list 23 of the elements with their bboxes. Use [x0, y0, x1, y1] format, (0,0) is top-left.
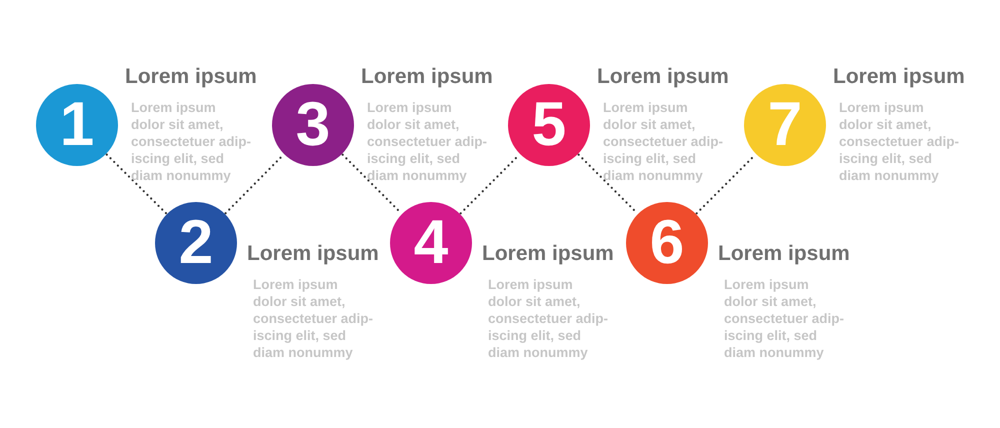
step-heading: Lorem ipsum	[247, 242, 379, 266]
step-number-circle: 7	[744, 84, 826, 166]
step-heading: Lorem ipsum	[833, 65, 965, 89]
step-heading: Lorem ipsum	[718, 242, 850, 266]
step-description: Lorem ipsum dolor sit amet, consectetuer adip-iscing elit, sed diam nonummy	[839, 98, 960, 184]
step-number-circle: 4	[390, 202, 472, 284]
step-heading: Lorem ipsum	[597, 65, 729, 89]
step-number-circle: 2	[155, 202, 237, 284]
step-description: Lorem ipsum dolor sit amet, consectetuer adip-iscing elit, sed diam nonummy	[724, 276, 846, 360]
step-description: Lorem ipsum dolor sit amet, consectetuer adip-iscing elit, sed diam nonummy	[603, 98, 724, 184]
dotted-connector	[224, 154, 284, 214]
step-number-circle: 5	[508, 84, 590, 166]
step-description: Lorem ipsum dolor sit amet, consectetuer adip-iscing elit, sed diam nonummy	[367, 98, 488, 184]
step-heading: Lorem ipsum	[482, 242, 614, 266]
step-heading: Lorem ipsum	[361, 65, 493, 89]
step-number-circle: 1	[36, 84, 118, 166]
step-heading: Lorem ipsum	[125, 65, 257, 89]
step-description: Lorem ipsum dolor sit amet, consectetuer adip-iscing elit, sed diam nonummy	[488, 276, 610, 360]
step-number-circle: 3	[272, 84, 354, 166]
step-number-circle: 6	[626, 202, 708, 284]
dotted-connector	[106, 154, 168, 214]
step-description: Lorem ipsum dolor sit amet, consectetuer adip-iscing elit, sed diam nonummy	[131, 98, 252, 184]
step-description: Lorem ipsum dolor sit amet, consectetuer adip-iscing elit, sed diam nonummy	[253, 276, 374, 360]
